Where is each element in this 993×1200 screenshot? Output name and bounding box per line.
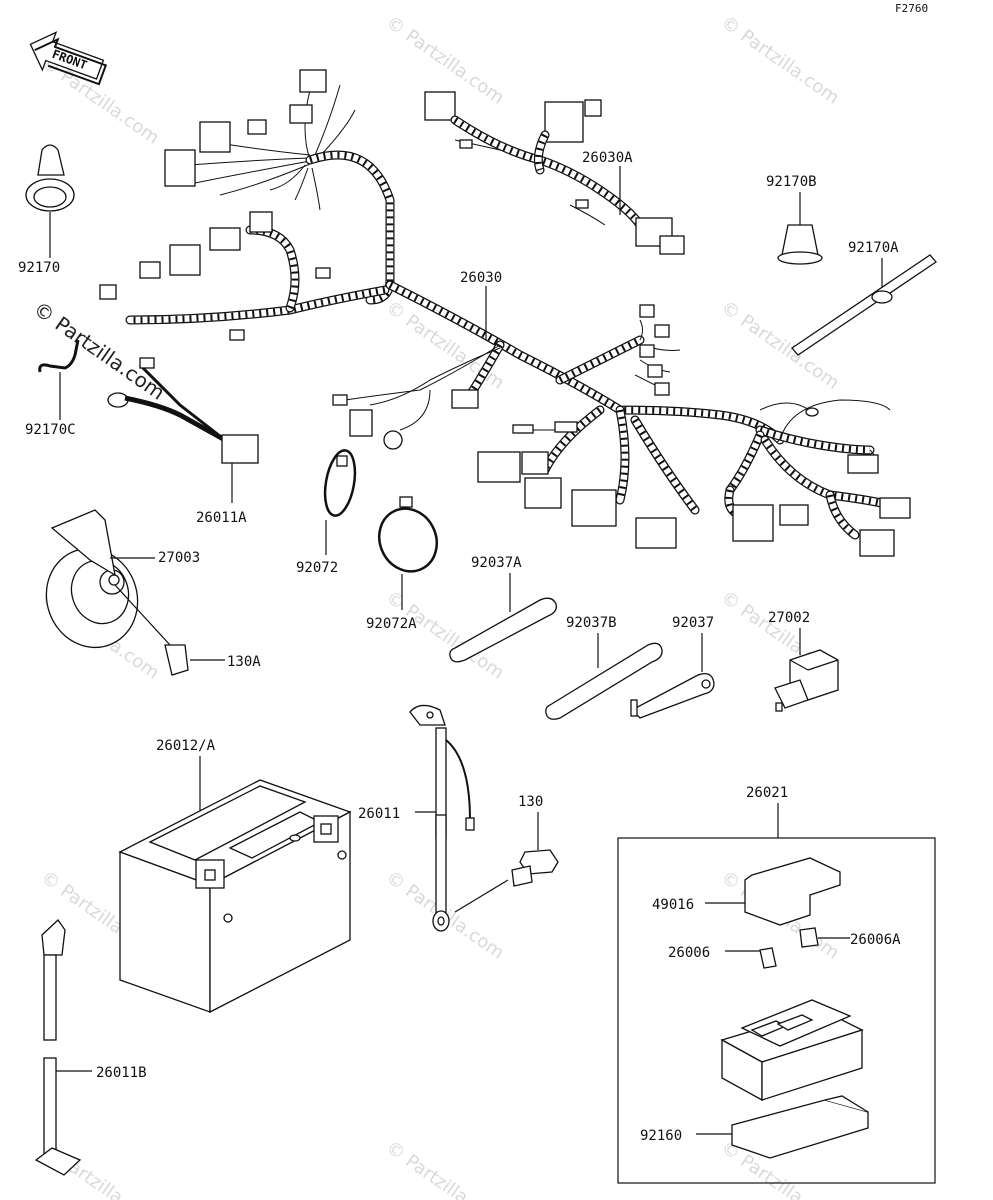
part-26006-fuse[interactable] — [759, 947, 777, 969]
connector — [477, 451, 521, 483]
label-26012A[interactable]: 26012/A — [156, 738, 216, 754]
label-27003[interactable]: 27003 — [158, 550, 200, 566]
front-arrow: FRONT — [29, 31, 108, 86]
connector — [99, 284, 117, 300]
label-26030A[interactable]: 26030A — [582, 150, 633, 166]
label-92072A[interactable]: 92072A — [366, 616, 417, 632]
connector — [859, 529, 895, 557]
connector — [383, 430, 403, 450]
part-92170A-band[interactable] — [791, 254, 937, 356]
watermark: © Partzilla.com — [717, 297, 843, 394]
label-92160[interactable]: 92160 — [640, 1128, 682, 1144]
connector — [654, 324, 670, 338]
connector — [639, 344, 655, 358]
label-130[interactable]: 130 — [518, 794, 543, 810]
part-27002-relay[interactable] — [774, 649, 839, 712]
connector — [249, 211, 273, 233]
part-130-bolt[interactable] — [511, 849, 559, 887]
connector — [554, 421, 578, 433]
label-26011A[interactable]: 26011A — [196, 510, 247, 526]
connector — [164, 149, 196, 187]
part-26006A-fuse[interactable] — [799, 927, 819, 948]
connector — [847, 454, 879, 474]
connector — [451, 389, 479, 409]
connector — [512, 424, 534, 434]
part-26030A-sub-harness[interactable] — [424, 91, 685, 255]
connector — [879, 497, 911, 519]
connector — [349, 409, 373, 437]
label-92072[interactable]: 92072 — [296, 560, 338, 576]
part-26011-cable[interactable] — [409, 704, 475, 932]
connector — [315, 267, 331, 279]
connector — [332, 394, 348, 406]
part-27003-horn[interactable] — [33, 509, 189, 676]
connector — [299, 69, 327, 93]
part-26011B-cable[interactable] — [34, 919, 82, 1176]
connector — [289, 104, 313, 124]
label-26011[interactable]: 26011 — [358, 806, 400, 822]
part-92072A-band[interactable] — [369, 496, 447, 581]
connector — [521, 451, 549, 475]
connector — [805, 407, 819, 417]
label-26006A[interactable]: 26006A — [850, 932, 901, 948]
label-27002[interactable]: 27002 — [768, 610, 810, 626]
label-92037B[interactable]: 92037B — [566, 615, 617, 631]
label-92170[interactable]: 92170 — [18, 260, 60, 276]
connector — [139, 261, 161, 279]
connector — [571, 489, 617, 527]
figure-code: F2760 — [895, 2, 928, 15]
part-26012A-battery[interactable] — [118, 779, 352, 1014]
label-26021[interactable]: 26021 — [746, 785, 788, 801]
watermark-overlay: © Partzilla.com — [29, 296, 169, 404]
part-92170-clamp[interactable] — [25, 144, 75, 212]
part-26011A-lead[interactable] — [107, 357, 259, 464]
watermark: © Partzilla.com — [717, 12, 843, 109]
part-92170C-clip[interactable] — [38, 339, 80, 373]
part-92037A-strap[interactable] — [449, 597, 557, 663]
connector — [647, 364, 663, 378]
connector — [229, 329, 245, 341]
part-92037-stay[interactable] — [630, 672, 715, 719]
label-92170A[interactable]: 92170A — [848, 240, 899, 256]
label-26006[interactable]: 26006 — [668, 945, 710, 961]
part-92160-cover[interactable] — [731, 1095, 869, 1159]
watermark: © Partzilla.com — [382, 1137, 508, 1200]
label-26011B[interactable]: 26011B — [96, 1065, 147, 1081]
fuse-box-frame — [617, 837, 936, 1184]
part-92072-band[interactable] — [320, 448, 359, 518]
label-92037A[interactable]: 92037A — [471, 555, 522, 571]
connector — [247, 119, 267, 135]
label-92037[interactable]: 92037 — [672, 615, 714, 631]
watermarks: © Partzilla.com © Partzilla.com © Partzi… — [29, 12, 843, 1200]
connector — [779, 504, 809, 526]
label-26030[interactable]: 26030 — [460, 270, 502, 286]
part-49016-cover[interactable] — [744, 857, 841, 926]
label-130A[interactable]: 130A — [227, 654, 261, 670]
fuse-block[interactable] — [720, 999, 864, 1102]
connector — [209, 227, 241, 251]
label-49016[interactable]: 49016 — [652, 897, 694, 913]
part-92170B-clip[interactable] — [777, 224, 823, 265]
connector — [635, 517, 677, 549]
connector — [169, 244, 201, 276]
part-26030-main-harness[interactable] — [99, 69, 911, 557]
connector — [524, 477, 562, 509]
label-92170B[interactable]: 92170B — [766, 174, 817, 190]
label-92170C[interactable]: 92170C — [25, 422, 76, 438]
connector — [732, 504, 774, 542]
connector — [654, 382, 670, 396]
connector — [199, 121, 231, 153]
part-92037B-strap[interactable] — [545, 642, 663, 720]
connector — [639, 304, 655, 318]
